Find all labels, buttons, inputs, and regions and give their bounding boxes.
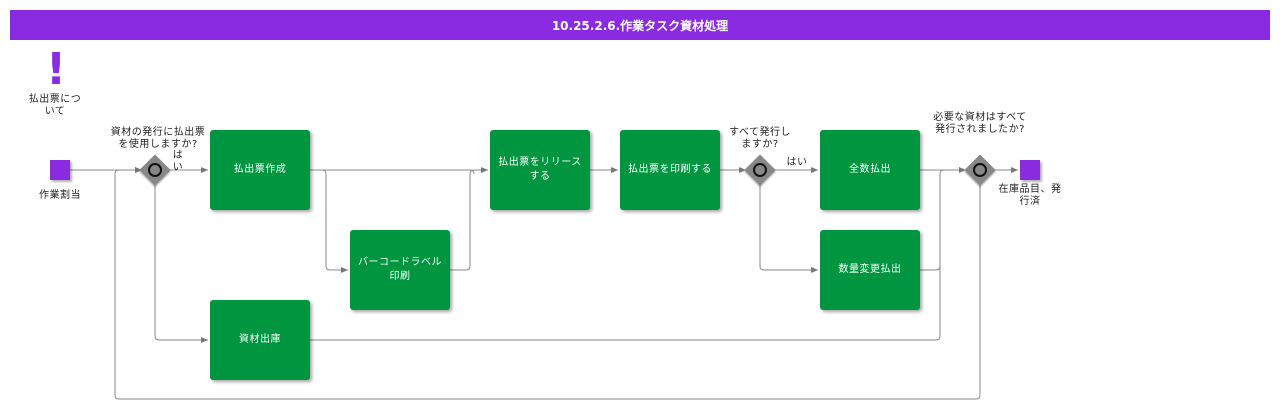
flow-t2-t3 <box>450 169 475 271</box>
gateway-all-issued-label: 必要な資材はすべて発行されましたか? <box>933 112 1027 135</box>
task-issue-changed-qty[interactable]: 数量変更払出 <box>820 230 920 310</box>
task-issue-all[interactable]: 全数払出 <box>820 130 920 210</box>
end-event[interactable] <box>1020 160 1040 180</box>
flow-label-yes-1: はい <box>172 150 184 173</box>
flow-t1-t3 <box>310 169 475 175</box>
task-print-barcode[interactable]: バーコードラベル印刷 <box>350 230 450 310</box>
gateway-issue-all-label: すべて発行しますか? <box>729 127 791 150</box>
end-event-label: 在庫品目、発行済 <box>998 184 1062 207</box>
flow-g3-loop <box>114 167 981 400</box>
task-material-issue[interactable]: 資材出庫 <box>210 300 310 380</box>
annotation-text: 払出票について <box>28 94 82 117</box>
diagram-title: 10.25.2.6.作業タスク資材処理 <box>10 10 1270 40</box>
gateway-use-slip-label: 資材の発行に払出票を使用しますか? <box>110 127 206 150</box>
start-event-label: 作業割当 <box>39 190 81 201</box>
task-release-slip[interactable]: 払出票をリリースする <box>490 130 590 210</box>
flow-t1-t2 <box>310 169 348 273</box>
flow-label-yes-2: はい <box>786 157 808 168</box>
flow-g1-t7 <box>154 183 208 343</box>
flow-g2-t6 <box>759 183 818 273</box>
task-create-slip[interactable]: 払出票作成 <box>210 130 310 210</box>
exclamation-icon: ! <box>46 44 67 95</box>
task-print-slip[interactable]: 払出票を印刷する <box>620 130 720 210</box>
flow-t7-g3 <box>310 174 941 341</box>
start-event[interactable] <box>50 160 70 180</box>
